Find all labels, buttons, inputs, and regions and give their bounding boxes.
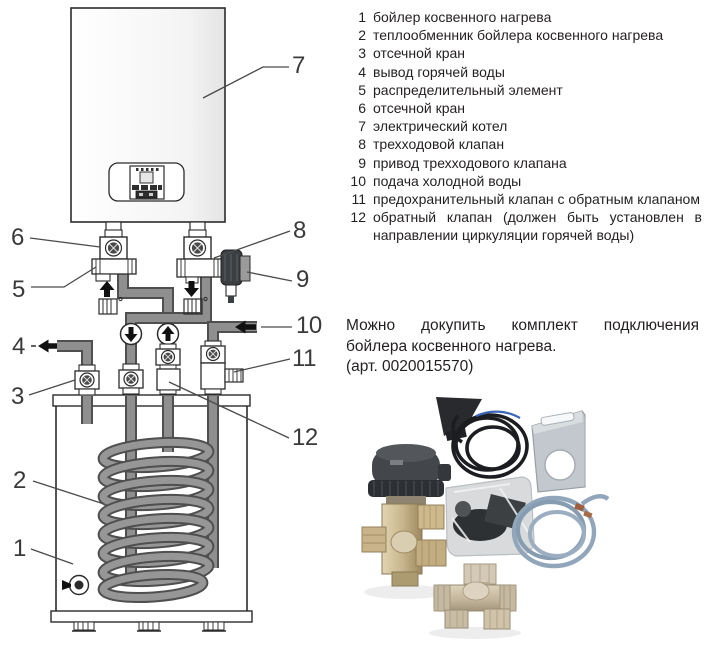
heat-exchanger-coil <box>97 436 215 604</box>
callout-2: 2 <box>13 467 26 494</box>
legend-item: 7 электрический котел <box>349 117 702 135</box>
legend-text: подача холодной воды <box>373 172 522 189</box>
callout-1: 1 <box>13 535 26 562</box>
legend-num: 3 <box>358 45 366 62</box>
legend-text: обратный клапан (должен быть установлен … <box>373 209 702 244</box>
callout-3: 3 <box>11 383 24 410</box>
legend-item: 12 обратный клапан (должен быть установле… <box>349 208 702 244</box>
connection-kit-photo <box>360 392 704 645</box>
legend-item: 8 трехходовой клапан <box>349 135 702 153</box>
legend-num: 12 <box>350 209 366 226</box>
panel-display <box>139 171 154 184</box>
legend-text: привод трехходового клапана <box>373 154 567 171</box>
callout-7: 7 <box>292 52 305 79</box>
hot-water-out-arrow <box>38 339 57 353</box>
flow-down-arrow <box>184 281 199 297</box>
legend-text: бойлер косвенного нагрева <box>373 9 552 25</box>
legend-item: 1 бойлер косвенного нагрева <box>349 8 702 26</box>
panel-indicator-icons <box>136 168 159 171</box>
legend-text: отсечной кран <box>373 45 466 62</box>
callout-12: 12 <box>292 424 318 451</box>
legend-num: 10 <box>350 172 366 189</box>
cold-water-in-arrow <box>235 320 256 334</box>
legend-num: 11 <box>351 191 366 208</box>
blue-wire <box>475 410 521 419</box>
legend-text: трехходовой клапан <box>373 136 505 153</box>
radiator-icon-left <box>98 296 123 315</box>
shutoff-valve-6 <box>99 229 128 260</box>
purchase-note: Можно докупить комплект подключения бойл… <box>346 316 699 378</box>
tank-rim <box>52 394 251 407</box>
legend-text: распределительный элемент <box>373 81 563 98</box>
legend-num: 9 <box>358 154 366 171</box>
note-article-number: (арт. 0020015570) <box>346 358 474 376</box>
legend-text: теплообменник бойлера косвенного нагрева <box>373 27 664 44</box>
callout-5: 5 <box>12 276 25 303</box>
legend-num: 4 <box>358 63 366 80</box>
kit-parts-bag <box>445 476 535 557</box>
legend-item: 11 предохранительный клапан с обратным кл… <box>349 190 702 208</box>
distribution-element-5 <box>91 258 137 282</box>
legend-text: отсечной кран <box>373 100 466 117</box>
safety-valve-11 <box>200 340 244 395</box>
boiler-control-panel <box>108 162 185 202</box>
callout-9: 9 <box>296 266 309 293</box>
kit-sensor-cable <box>436 397 529 479</box>
legend-text: предохранительный клапан с обратным клап… <box>373 191 700 208</box>
boiler-piping-diagram <box>28 7 293 632</box>
tank-base <box>50 610 253 623</box>
kit-gray-cable <box>511 494 610 569</box>
flow-indicator-up <box>156 322 180 346</box>
callout-10: 10 <box>296 312 322 339</box>
kit-brass-tee-valve <box>429 563 521 639</box>
leader-lines <box>28 66 293 565</box>
note-text: Можно докупить комплект подключения бойл… <box>346 317 699 355</box>
check-valve-12 <box>156 364 181 395</box>
legend-text: вывод горячей воды <box>373 63 505 80</box>
panel-buttons <box>132 185 162 190</box>
legend-num: 8 <box>358 136 366 153</box>
kit-three-way-valve-with-actuator <box>361 444 451 599</box>
flow-indicator-down <box>119 322 143 346</box>
legend-item: 9 привод трехходового клапана <box>349 154 702 172</box>
callout-8: 8 <box>293 217 306 244</box>
legend-item: 2 теплообменник бойлера косвенного нагрев… <box>349 26 702 44</box>
legend-num: 1 <box>358 9 366 25</box>
parts-legend: 1 бойлер косвенного нагрева 2 теплообменни… <box>349 8 702 245</box>
legend-item: 6 отсечной кран <box>349 99 702 117</box>
radiator-icon-right <box>183 296 208 315</box>
shutoff-valve-3 <box>74 364 100 396</box>
legend-num: 6 <box>358 100 366 117</box>
legend-num: 7 <box>358 118 366 135</box>
legend-item: 10 подача холодной воды <box>349 172 702 190</box>
drain-knob <box>224 368 244 383</box>
shutoff-valve-top-right <box>183 229 212 260</box>
legend-item: 5 распределительный элемент <box>349 81 702 99</box>
electric-boiler <box>70 7 226 232</box>
legend-item: 3 отсечной кран <box>349 44 702 62</box>
three-way-valve-8 <box>176 258 223 284</box>
valve-actuator-9 <box>220 249 251 303</box>
tank-feet <box>72 621 226 632</box>
coil-feed-valve <box>118 363 144 395</box>
legend-text: электрический котел <box>373 118 508 135</box>
callout-11: 11 <box>292 345 316 372</box>
legend-item: 4 вывод горячей воды <box>349 63 702 81</box>
legend-num: 2 <box>358 27 366 44</box>
panel-bar <box>135 190 158 199</box>
callout-4: 4 <box>12 333 25 360</box>
coil-return-valve <box>155 343 181 366</box>
callout-6: 6 <box>11 224 24 251</box>
legend-num: 5 <box>358 81 366 98</box>
flow-up-arrow <box>99 281 115 297</box>
kit-mounting-bracket <box>531 410 586 493</box>
tank-drain-valve <box>62 574 90 596</box>
